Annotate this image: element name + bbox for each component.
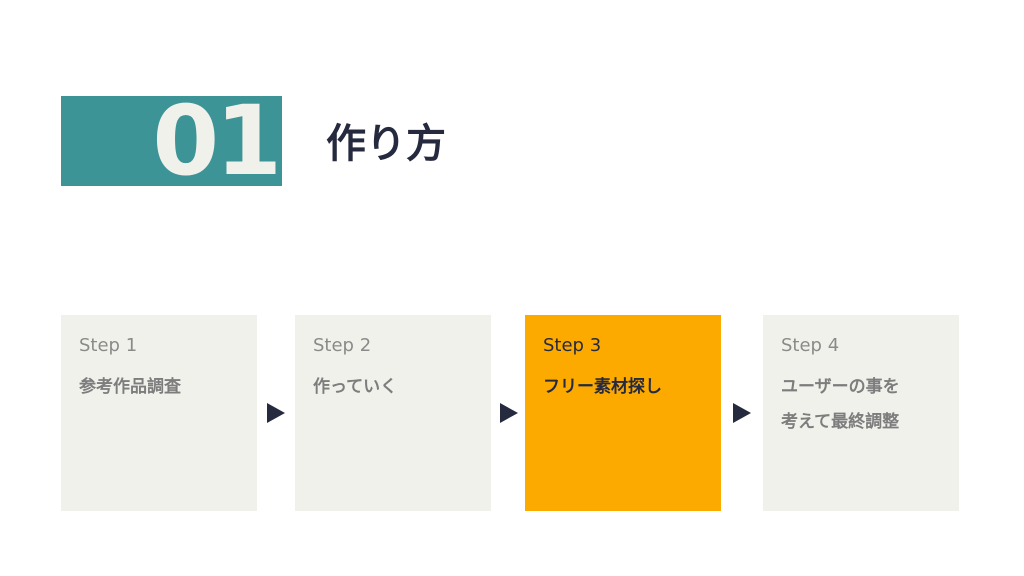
step-card-1: Step 1 参考作品調査	[61, 315, 257, 511]
section-number: 01	[152, 96, 282, 186]
step-text: 参考作品調査	[79, 377, 181, 397]
play-triangle-icon	[267, 403, 285, 423]
step-label: Step 1	[79, 335, 138, 356]
page-title: 作り方	[326, 121, 446, 167]
section-number-block: 01	[61, 96, 282, 186]
step-card-3: Step 3 フリー素材探し	[525, 315, 721, 511]
play-triangle-icon	[733, 403, 751, 423]
play-triangle-icon	[500, 403, 518, 423]
step-text: 作っていく	[313, 377, 398, 397]
step-text: フリー素材探し	[543, 377, 662, 397]
step-label: Step 3	[543, 335, 602, 356]
step-card-2: Step 2 作っていく	[295, 315, 491, 511]
step-label: Step 4	[781, 335, 840, 356]
step-text: ユーザーの事を 考えて最終調整	[781, 377, 900, 432]
step-card-4: Step 4 ユーザーの事を 考えて最終調整	[763, 315, 959, 511]
step-label: Step 2	[313, 335, 372, 356]
